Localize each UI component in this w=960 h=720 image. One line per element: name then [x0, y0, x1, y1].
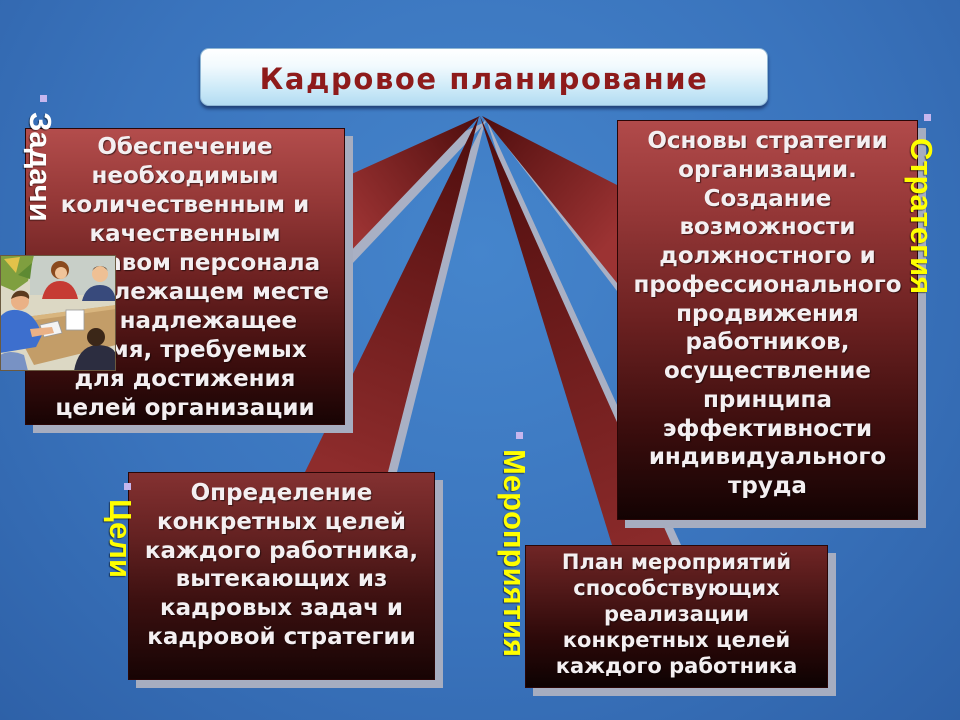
tasks-box-line: количественным и [60, 192, 310, 218]
activities-box-line: реализации [604, 602, 749, 626]
activities-box-line: каждого работника [555, 654, 798, 678]
strategy-box-line: эффективности [662, 415, 873, 442]
strategy-box-line: должностного и [659, 243, 876, 269]
strategy-box: Основы стратегии организации. Создание в… [617, 120, 918, 520]
strategy-box-line: работников, [685, 329, 850, 356]
label-strategy: Стратегия [904, 138, 939, 295]
strategy-box-line: профессионального [633, 271, 902, 298]
goals-box-line: вытекающих из [175, 566, 388, 593]
goals-box-line: кадровых задач и [159, 595, 404, 622]
tasks-box-line: целей организации [55, 395, 315, 421]
goals-box-line: конкретных целей [156, 508, 407, 535]
strategy-box-line: труда [728, 473, 807, 499]
tasks-box-line: необходимым [91, 163, 279, 189]
activities-box-line: План мероприятий [561, 550, 792, 574]
strategy-box-line: Основы стратегии [647, 128, 888, 154]
strategy-box-line: Создание [703, 185, 832, 212]
strategy-box-line: принципа [703, 386, 832, 413]
strategy-box-line: возможности [679, 214, 856, 241]
strategy-box-line: индивидуального [648, 444, 887, 471]
strategy-box-line: продвижения [676, 300, 859, 327]
activities-box-line: способствующих [573, 576, 780, 600]
activities-box-line: конкретных целей [562, 628, 791, 652]
square-bullet-icon [124, 483, 131, 490]
activities-box: План мероприятий способствующих реализац… [525, 545, 828, 688]
goals-box-line: кадровой стратегии [147, 623, 416, 650]
title-box: Кадровое планирование [200, 48, 768, 106]
ray-to-strategy-box [482, 116, 617, 283]
meeting-people-illustration [0, 255, 116, 371]
square-bullet-icon [516, 432, 523, 439]
ray-to-goals-box [305, 116, 479, 472]
goals-box: Определение конкретных целей каждого раб… [128, 472, 435, 680]
ray-shadow-tasks [352, 121, 487, 264]
ray-to-tasks-box [345, 116, 480, 257]
goals-box-line: Определение [190, 480, 373, 506]
label-goals: Цели [103, 499, 138, 579]
ray-shadow-strategy [487, 121, 617, 291]
tasks-box-line: Обеспечение [97, 134, 273, 160]
label-activities: Мероприятия [497, 449, 532, 658]
slide-title: Кадровое планирование [259, 62, 709, 96]
tasks-box-line: качественным [89, 221, 281, 247]
square-bullet-icon [924, 114, 931, 121]
square-bullet-icon [40, 95, 47, 102]
goals-box-line: каждого работника, [144, 537, 419, 564]
label-tasks: Задачи [23, 112, 58, 222]
strategy-box-line: осуществление [663, 358, 872, 384]
strategy-box-line: организации. [678, 156, 857, 183]
